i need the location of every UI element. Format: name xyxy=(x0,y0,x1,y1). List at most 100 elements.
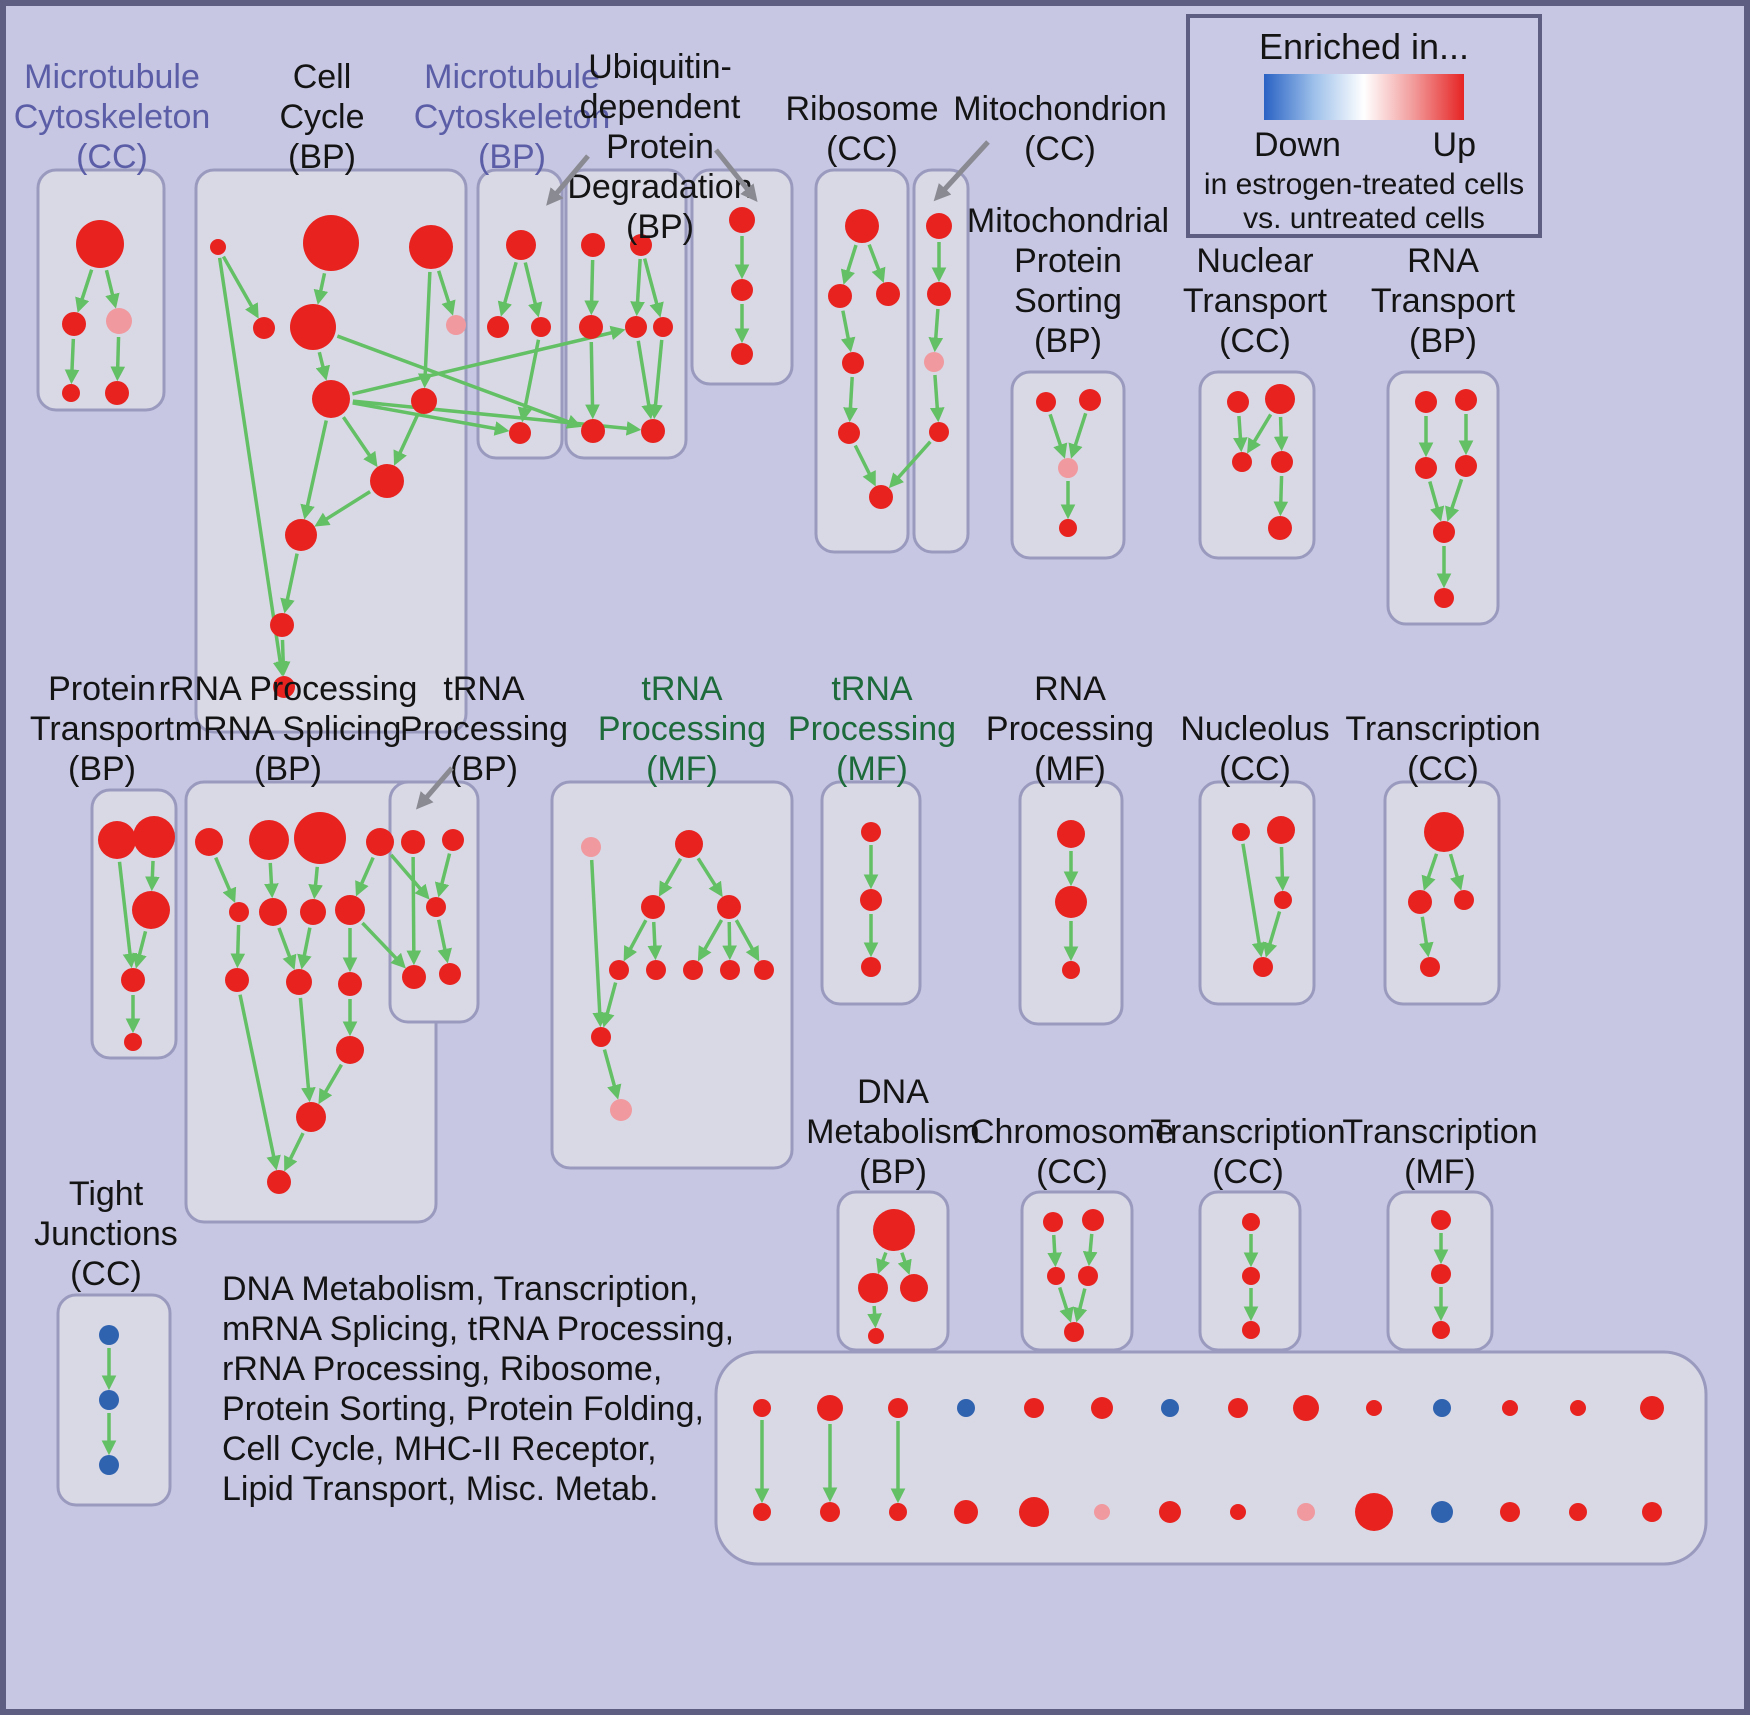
go-term-node xyxy=(858,1273,888,1303)
go-term-node xyxy=(1408,890,1432,914)
edge-arrow xyxy=(1058,1286,1074,1323)
go-term-node xyxy=(366,828,394,856)
edge-arrow xyxy=(217,257,288,677)
go-term-node xyxy=(300,899,326,925)
edge-arrow xyxy=(355,856,375,897)
cluster-box-nuclear-transport-cc xyxy=(1198,370,1316,560)
go-term-node xyxy=(1433,521,1455,543)
cluster-box-misc-categories xyxy=(714,1350,1708,1566)
cluster-label-transcription-mf: Transcription(MF) xyxy=(1342,1113,1537,1191)
go-term-node xyxy=(439,963,461,985)
go-term-node xyxy=(1082,1209,1104,1231)
go-term-node xyxy=(729,207,755,233)
cluster-label-transcription-cc-upper: Transcription(CC) xyxy=(1345,710,1540,788)
go-term-node xyxy=(506,230,536,260)
go-term-node xyxy=(132,891,170,929)
go-term-node xyxy=(1431,1501,1453,1523)
go-term-node xyxy=(646,960,666,980)
edge-arrow xyxy=(264,862,279,899)
legend-subtitle-line2: vs. untreated cells xyxy=(1243,202,1485,235)
go-term-node xyxy=(312,380,350,418)
go-term-node xyxy=(426,897,446,917)
edge-arrow xyxy=(497,261,518,317)
label-pointer-arrow xyxy=(933,140,990,202)
go-term-node xyxy=(1079,389,1101,411)
go-term-node xyxy=(1642,1502,1662,1522)
go-term-node xyxy=(124,1033,142,1051)
go-term-node xyxy=(267,1170,291,1194)
edge-arrow xyxy=(280,553,299,614)
go-term-node xyxy=(900,1274,928,1302)
go-term-node xyxy=(927,282,951,306)
go-term-node xyxy=(888,1398,908,1418)
edge-arrow xyxy=(867,244,886,284)
edge-arrow xyxy=(584,259,599,316)
go-term-node xyxy=(753,1503,771,1521)
edge-arrow xyxy=(313,272,329,305)
go-term-node xyxy=(653,317,673,337)
go-term-node xyxy=(1415,391,1437,413)
go-term-node xyxy=(1253,957,1273,977)
edge-arrow xyxy=(132,930,148,969)
edge-arrow xyxy=(436,270,456,316)
go-term-node xyxy=(1424,812,1464,852)
cluster-box-transcription-cc-upper xyxy=(1383,780,1501,1006)
go-term-node xyxy=(591,1027,611,1047)
edge-arrow xyxy=(623,919,648,962)
go-term-node xyxy=(62,312,86,336)
go-term-node xyxy=(98,821,136,859)
go-term-node xyxy=(720,960,740,980)
edge-arrow xyxy=(110,336,126,382)
go-term-node xyxy=(1569,1503,1587,1521)
edge-arrow xyxy=(840,310,856,353)
edge-arrow xyxy=(1273,416,1289,452)
edge-arrow xyxy=(897,1252,912,1275)
edge-arrow xyxy=(314,490,371,527)
go-term-node xyxy=(411,388,437,414)
go-term-node xyxy=(828,284,852,308)
go-term-node xyxy=(1055,886,1087,918)
edge-arrow xyxy=(876,1251,890,1275)
go-term-node xyxy=(581,837,601,857)
edge-arrow xyxy=(929,374,945,423)
edge-arrow xyxy=(1445,478,1464,522)
go-term-node xyxy=(838,422,860,444)
edge-arrow xyxy=(585,341,600,420)
go-term-node xyxy=(1455,455,1477,477)
cluster-box-dna-metabolism-bp xyxy=(836,1190,950,1352)
go-term-node xyxy=(731,279,753,301)
go-term-node xyxy=(76,220,124,268)
label-pointer-arrow xyxy=(546,154,590,206)
go-term-node xyxy=(641,895,665,919)
go-term-node xyxy=(1019,1497,1049,1527)
go-term-node xyxy=(754,960,774,980)
edge-arrow xyxy=(406,856,422,966)
go-term-node xyxy=(717,895,741,919)
legend: Enriched in... Down Up in estrogen-treat… xyxy=(1186,14,1542,238)
edge-arrow xyxy=(888,440,932,489)
go-term-node xyxy=(1078,1266,1098,1286)
go-term-node xyxy=(487,316,509,338)
edge-arrow xyxy=(75,269,94,313)
go-term-node xyxy=(641,419,665,443)
go-term-node xyxy=(1091,1397,1113,1419)
legend-gradient-bar xyxy=(1264,74,1464,120)
go-term-node xyxy=(1570,1400,1586,1416)
go-term-node xyxy=(1271,451,1293,473)
go-term-node xyxy=(225,968,249,992)
go-term-node xyxy=(1043,1212,1063,1232)
edge-arrow xyxy=(352,399,642,436)
edge-arrow xyxy=(1262,910,1282,958)
edge-arrow xyxy=(867,1305,882,1329)
edge-arrow xyxy=(361,921,406,969)
go-term-node xyxy=(270,613,294,637)
go-term-node xyxy=(286,969,312,995)
